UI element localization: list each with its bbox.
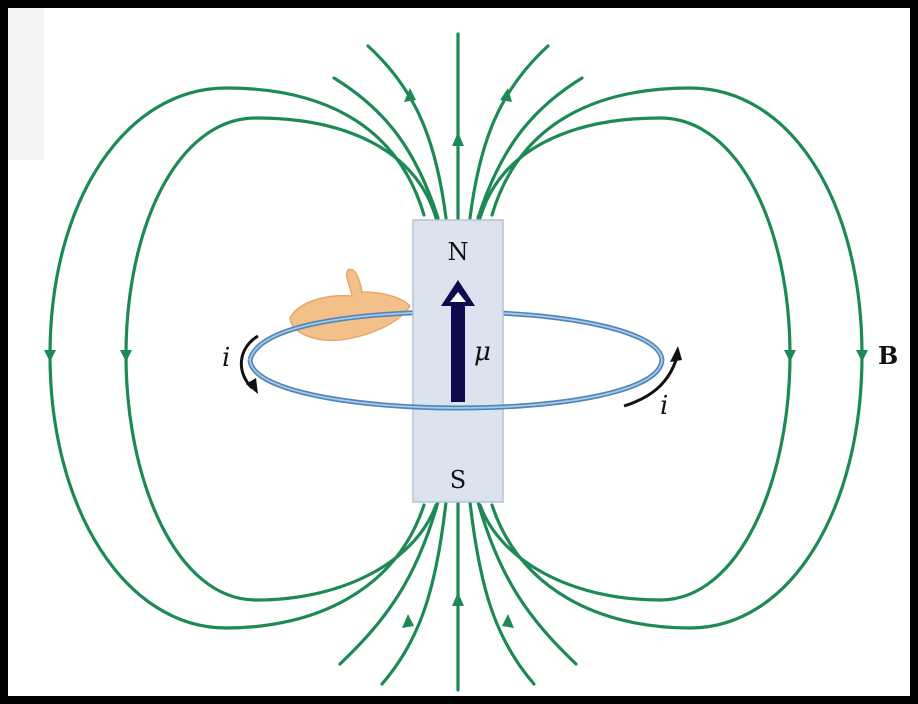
arrowhead-bottom-left bbox=[402, 614, 414, 628]
current-label-left: i bbox=[222, 343, 230, 373]
arrowhead-top-left bbox=[404, 88, 416, 102]
field-line-top-right-1 bbox=[468, 44, 550, 220]
field-line-inner-left bbox=[124, 116, 438, 602]
field-line-inner-right bbox=[478, 116, 792, 602]
field-line-top-left-1 bbox=[366, 44, 448, 220]
field-line-bottom-right-1 bbox=[468, 500, 536, 686]
arrowhead-top-right bbox=[500, 88, 512, 102]
field-line-bottom-left-2 bbox=[338, 500, 440, 666]
field-label: B bbox=[878, 341, 898, 370]
field-arrowheads bbox=[44, 88, 868, 628]
north-pole-label: N bbox=[448, 238, 469, 266]
field-line-bottom-left-1 bbox=[380, 500, 448, 686]
current-arrow-right bbox=[623, 346, 682, 408]
current-arrow-left bbox=[239, 334, 259, 394]
arrowhead-axis-top bbox=[452, 132, 464, 146]
arrowhead-inner-left bbox=[120, 350, 132, 362]
arrowhead-axis-bottom bbox=[452, 592, 464, 606]
field-line-bottom-right-2 bbox=[476, 500, 578, 666]
moment-arrow-icon bbox=[441, 280, 475, 402]
field-line-outer-left bbox=[48, 86, 426, 630]
frame-margin bbox=[8, 8, 44, 160]
arrowhead-bottom-right bbox=[502, 614, 514, 628]
field-line-top-right-2 bbox=[476, 76, 584, 220]
bar-magnet bbox=[412, 219, 504, 503]
arrowhead-outer-left bbox=[44, 350, 56, 362]
current-label-right: i bbox=[660, 391, 668, 421]
south-pole-label: S bbox=[450, 466, 466, 494]
right-hand-icon bbox=[289, 268, 411, 342]
arrowhead-inner-right bbox=[784, 350, 796, 362]
moment-label: μ bbox=[474, 337, 491, 367]
field-line-top-left-2 bbox=[332, 76, 440, 220]
arrowhead-outer-right bbox=[856, 350, 868, 362]
